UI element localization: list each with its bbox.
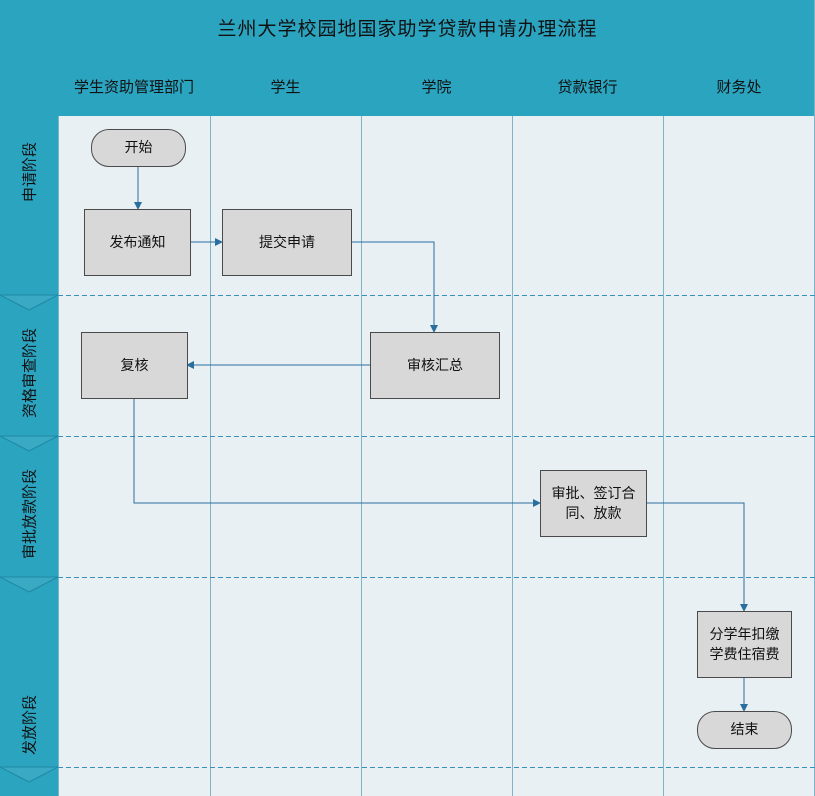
arrow-approve-to-deduct: [646, 502, 748, 612]
lane-header-finance: 财务处: [716, 78, 762, 96]
recheck-node: 复核: [81, 332, 188, 399]
phase-column: 申请阶段 资格审查阶段 审批放款阶段 发放阶段: [0, 116, 58, 796]
notice-node: 发布通知: [84, 209, 191, 276]
chart-title: 兰州大学校园地国家助学贷款申请办理流程: [217, 18, 598, 40]
lane-header-aid-office: 学生资助管理部门: [73, 78, 194, 96]
arrow-submit-to-summary: [351, 241, 438, 333]
lane-header-student: 学生: [270, 78, 301, 96]
lane-header-college: 学院: [421, 78, 452, 96]
title-bar: 兰州大学校园地国家助学贷款申请办理流程: [0, 0, 815, 59]
start-node: 开始: [91, 129, 186, 167]
lane-header-bank: 贷款银行: [557, 78, 618, 96]
arrow-recheck-to-approve: [133, 398, 541, 507]
deduct-node: 分学年扣缴学费住宿费: [697, 611, 792, 678]
lane-header-row: 学生资助管理部门 学生 学院 贷款银行 财务处: [0, 58, 815, 116]
submit-node: 提交申请: [222, 209, 352, 276]
end-node: 结束: [697, 711, 792, 749]
summary-node: 审核汇总: [370, 332, 500, 399]
approve-node: 审批、签订合同、放款: [540, 470, 647, 537]
